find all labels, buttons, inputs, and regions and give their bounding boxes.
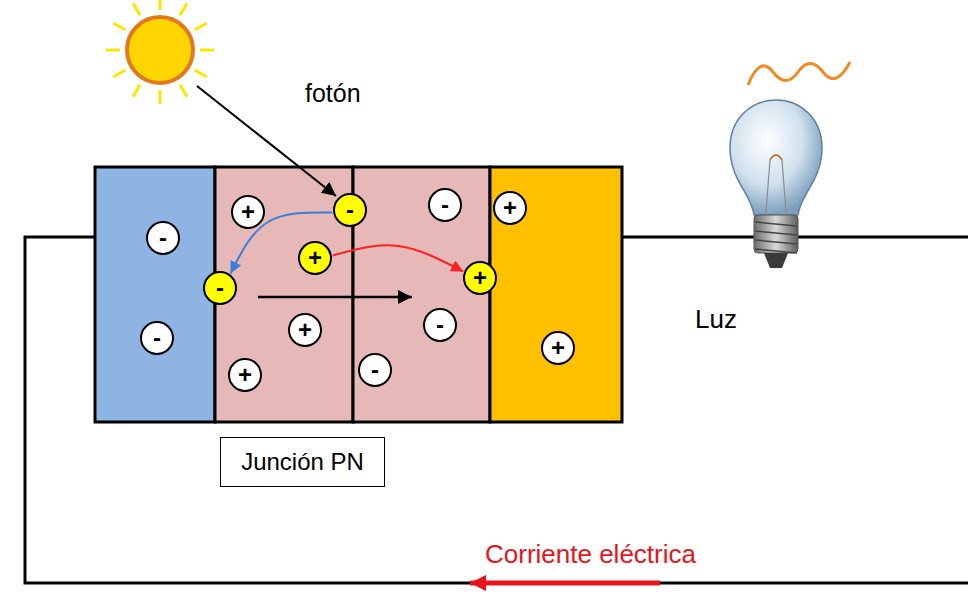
charge-sign: +	[473, 266, 487, 290]
charge-carrier: -	[203, 271, 237, 305]
charge-carrier: -	[358, 353, 392, 387]
charge-carrier: +	[298, 241, 332, 275]
n-region	[95, 167, 215, 422]
charge-carrier: +	[228, 358, 262, 392]
carrier-path	[333, 245, 463, 271]
charge-carrier: -	[428, 188, 462, 222]
depletion-region	[353, 167, 490, 422]
field-arrow	[258, 296, 412, 299]
caption-text: Junción PN	[241, 448, 364, 476]
charge-sign: -	[371, 358, 379, 382]
charge-sign: -	[153, 326, 161, 350]
charge-sign: +	[238, 363, 252, 387]
charge-carrier: +	[541, 331, 575, 365]
caption-box: Junción PN	[220, 437, 385, 487]
charge-sign: -	[346, 198, 354, 222]
charge-sign: +	[503, 196, 517, 220]
charge-sign: -	[159, 226, 167, 250]
charge-carrier: +	[288, 313, 322, 347]
light-label: Luz	[695, 305, 737, 334]
charge-carrier: -	[423, 308, 457, 342]
charge-carrier: +	[231, 195, 265, 229]
sun	[106, 0, 214, 104]
current-arrow	[470, 581, 660, 586]
charge-carrier: +	[463, 261, 497, 295]
charge-sign: +	[298, 318, 312, 342]
charge-carrier: +	[493, 191, 527, 225]
charge-sign: +	[308, 246, 322, 270]
charge-carrier: -	[146, 221, 180, 255]
photon-label: fotón	[305, 80, 361, 108]
charge-sign: -	[216, 276, 224, 300]
current-label: Corriente eléctrica	[485, 540, 696, 569]
charge-sign: -	[441, 193, 449, 217]
charge-carrier: -	[140, 321, 174, 355]
p-region	[490, 167, 622, 422]
charge-sign: +	[241, 200, 255, 224]
charge-sign: -	[436, 313, 444, 337]
charge-sign: +	[551, 336, 565, 360]
charge-carrier: -	[333, 193, 367, 227]
light-bulb	[730, 100, 822, 268]
light-wave	[748, 62, 850, 85]
